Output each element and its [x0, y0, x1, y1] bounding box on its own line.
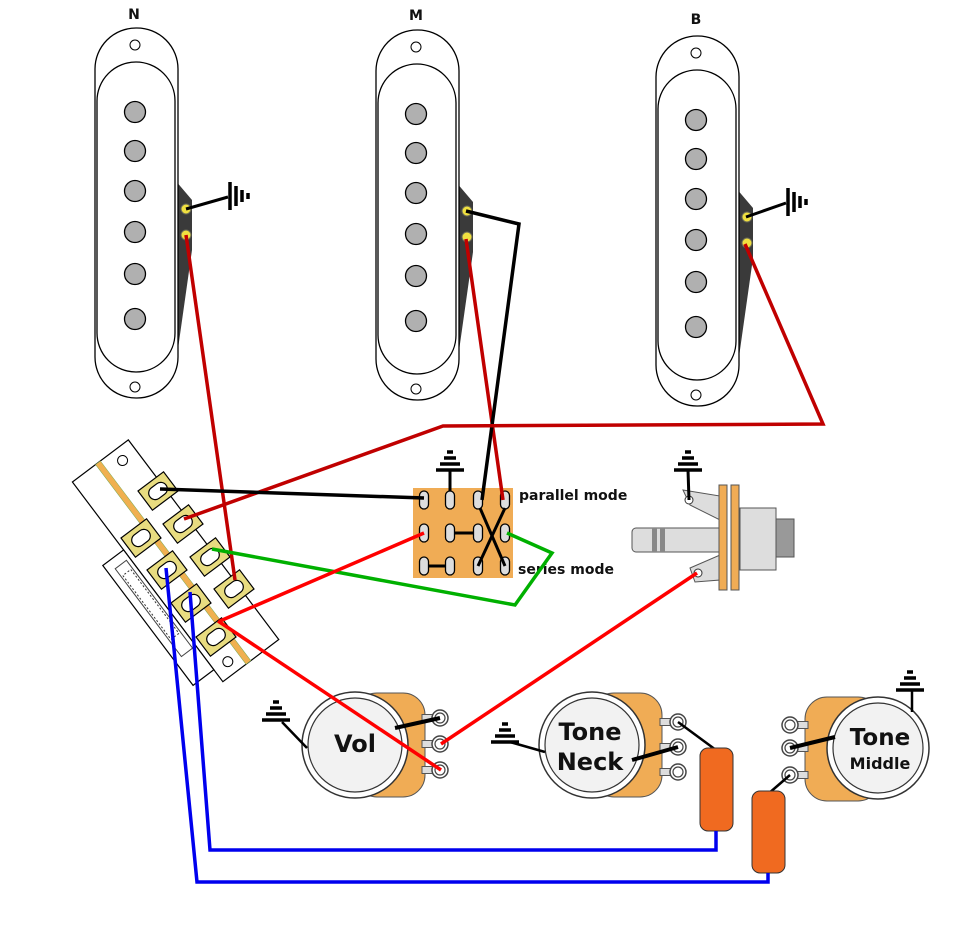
output-jack	[631, 450, 795, 591]
ground-icon	[672, 450, 704, 472]
ground-icon	[260, 700, 292, 722]
tone-middle-label-2: Middle	[850, 754, 911, 773]
capacitor-middle	[751, 790, 786, 874]
tone-middle-label-1: Tone	[850, 725, 910, 751]
dpdt-to-switch-red	[219, 531, 425, 623]
jack-to-volume-red	[440, 571, 698, 746]
blue-wire-middle	[164, 567, 770, 884]
ground-icon	[434, 450, 466, 472]
ground-icon	[894, 670, 926, 692]
parallel-mode-label: parallel mode	[519, 488, 627, 504]
pickup-bridge	[655, 35, 754, 407]
volume-pot-label: Vol	[334, 730, 376, 758]
pickup-middle	[375, 29, 474, 401]
tone-neck-pot[interactable]: Tone Neck	[489, 691, 687, 799]
middle-hot-wire	[464, 238, 505, 501]
neck-hot-wire	[184, 234, 237, 581]
pickup-bridge-label: B	[691, 12, 702, 28]
green-wire	[211, 531, 555, 607]
series-mode-label: series mode	[518, 562, 614, 578]
tone-neck-label-2: Neck	[557, 748, 625, 776]
pickup-neck-label: N	[128, 7, 140, 23]
tone-neck-label-1: Tone	[558, 718, 621, 746]
ground-icon	[745, 186, 808, 219]
switch-to-volume-red	[217, 619, 442, 772]
pickup-middle-label: M	[409, 8, 423, 24]
ground-icon	[489, 722, 521, 744]
switch-to-dpdt-black	[159, 487, 425, 500]
pickup-neck	[94, 27, 193, 399]
capacitor-neck	[699, 747, 734, 832]
volume-pot[interactable]: Vol	[260, 691, 449, 799]
dpdt-switch	[413, 450, 513, 578]
blue-wire-neck	[188, 591, 718, 852]
middle-ground-wire	[465, 209, 521, 501]
ground-icon	[185, 180, 250, 212]
bridge-hot-wire	[183, 243, 826, 521]
tone-middle-pot[interactable]: Tone Middle	[781, 670, 930, 802]
wires	[159, 209, 826, 884]
